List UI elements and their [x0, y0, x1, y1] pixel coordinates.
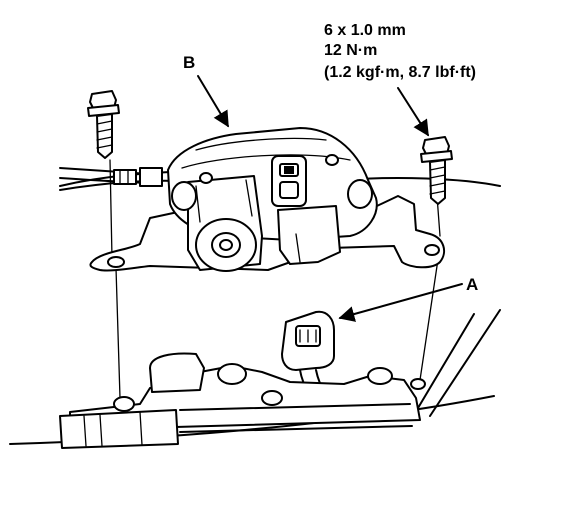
- connector-a: [281, 310, 335, 405]
- bracket-bolt-hole-right: [424, 244, 440, 256]
- torque-spec: 6 x 1.0 mm 12 N·m (1.2 kgf·m, 8.7 lbf·ft…: [324, 22, 476, 81]
- alignment-guides: [109, 159, 441, 399]
- component-b-housing: [167, 127, 378, 272]
- vacuum-hose: [59, 167, 163, 187]
- mount-boss-right: [410, 378, 426, 390]
- callout-label-b: B: [183, 53, 195, 72]
- bolt-size-text: 6 x 1.0 mm: [324, 22, 406, 39]
- torque-nm-text: 12 N·m: [324, 42, 377, 59]
- bolt-left: [87, 90, 120, 159]
- bolt-right: [420, 136, 453, 205]
- callout-arrow-b: [197, 75, 229, 128]
- callout-label-a: A: [466, 275, 478, 294]
- intake-manifold: [59, 352, 426, 449]
- callout-arrow-a: [338, 283, 463, 322]
- bracket-bolt-hole-left: [107, 256, 125, 268]
- callout-arrow-bolt: [397, 87, 429, 137]
- mount-boss-left: [113, 396, 135, 412]
- torque-alt-units-text: (1.2 kgf·m, 8.7 lbf·ft): [324, 64, 476, 81]
- hose-clamp: [113, 169, 137, 185]
